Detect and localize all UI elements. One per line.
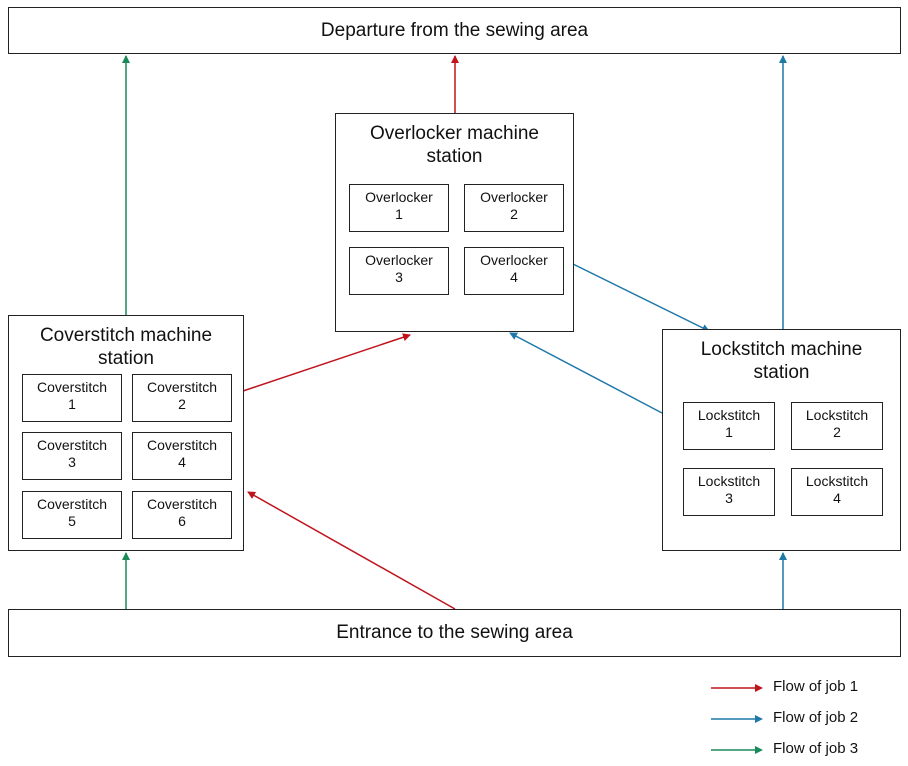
legend-item-job3: Flow of job 3 — [710, 740, 900, 760]
legend-label-job1: Flow of job 1 — [773, 678, 859, 695]
overlocker-station-title: Overlocker machine station — [370, 123, 539, 167]
departure-label: Departure from the sewing area — [320, 19, 589, 41]
legend-label-job2: Flow of job 2 — [773, 709, 859, 726]
legend-item-job2: Flow of job 2 — [710, 709, 900, 729]
job2-arrow-lockstitch-to-overlocker — [509, 332, 663, 414]
legend-label-job3: Flow of job 3 — [773, 740, 859, 757]
legend-arrow-job3 — [711, 746, 763, 754]
job1-arrow-entrance-to-coverstitch — [247, 491, 456, 610]
lockstitch-station-title: Lockstitch machine station — [700, 339, 863, 383]
job2-arrow-overlocker-to-lockstitch — [572, 263, 710, 332]
legend-arrow-job1 — [711, 684, 763, 692]
job1-arrow-coverstitch-to-overlocker — [242, 333, 411, 392]
entrance-label: Entrance to the sewing area — [336, 622, 573, 643]
entrance-area: Entrance to the sewing area — [8, 609, 901, 657]
departure-area: Departure from the sewing area — [8, 7, 901, 54]
legend-item-job1: Flow of job 1 — [710, 678, 900, 698]
coverstitch-station-title: Coverstitch machine station — [39, 325, 213, 369]
legend-arrow-job2 — [711, 715, 763, 723]
